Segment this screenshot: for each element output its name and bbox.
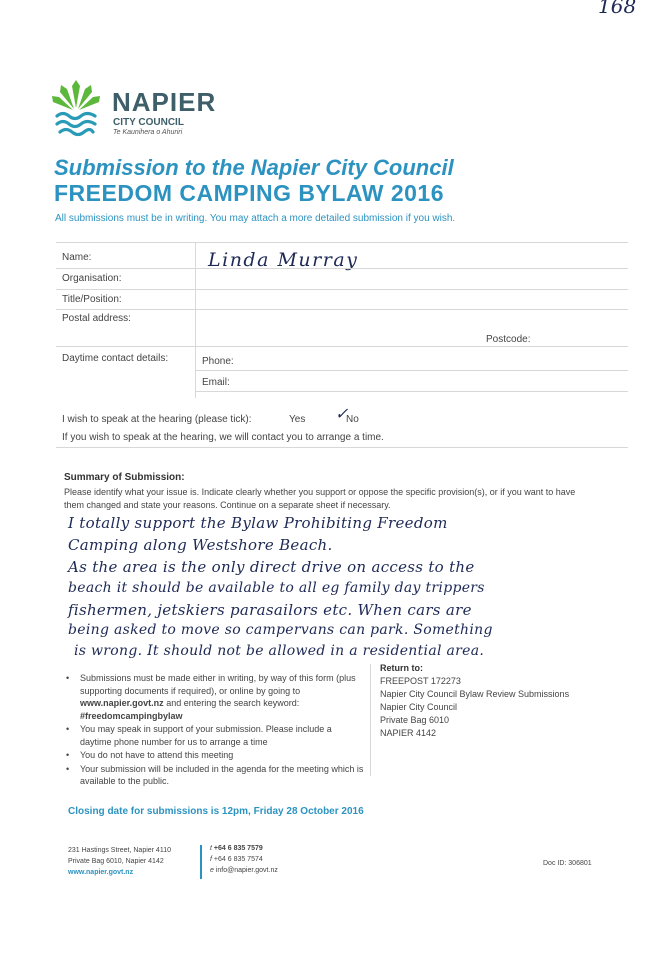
name-rule bbox=[56, 268, 628, 269]
hearing-tick-icon: ✓ bbox=[335, 404, 349, 423]
postal-address-field[interactable] bbox=[56, 346, 628, 347]
email-field[interactable] bbox=[196, 391, 628, 392]
organisation-label: Organisation: bbox=[62, 273, 122, 284]
submission-line: I totally support the Bylaw Prohibiting … bbox=[68, 514, 448, 532]
bullet-attend: You do not have to attend this meeting bbox=[64, 749, 364, 762]
submission-line: beach it should be available to all eg f… bbox=[68, 580, 485, 596]
info-bullets: Submissions must be made either in writi… bbox=[64, 672, 364, 789]
submission-line: is wrong. It should not be allowed in a … bbox=[74, 643, 485, 659]
bullet-agenda: Your submission will be included in the … bbox=[64, 763, 364, 788]
logo-name: NAPIER bbox=[112, 87, 217, 117]
summary-title: Summary of Submission: bbox=[64, 472, 185, 483]
name-label: Name: bbox=[62, 252, 92, 263]
organisation-field[interactable] bbox=[56, 289, 628, 290]
form-top-rule bbox=[56, 242, 628, 243]
form-column-rule bbox=[195, 242, 196, 398]
bullet-submissions: Submissions must be made either in writi… bbox=[64, 672, 364, 722]
return-line: Private Bag 6010 bbox=[380, 715, 450, 725]
submission-line: being asked to move so campervans can pa… bbox=[68, 622, 493, 638]
title-position-label: Title/Position: bbox=[62, 294, 122, 305]
logo-maori-name: Te Kaunihera o Ahuriri bbox=[113, 129, 183, 136]
email-label: Email: bbox=[202, 377, 230, 388]
footer-address: 231 Hastings Street, Napier 4110 Private… bbox=[68, 847, 171, 876]
footer-website-link[interactable]: www.napier.govt.nz bbox=[68, 869, 134, 876]
title-line-1: Submission to the Napier City Council bbox=[54, 155, 454, 180]
return-line: NAPIER 4142 bbox=[380, 728, 437, 738]
submission-line: fishermen, jetskiers parasailors etc. Wh… bbox=[68, 601, 472, 619]
return-line: Napier City Council Bylaw Review Submiss… bbox=[380, 689, 570, 699]
footer-divider bbox=[200, 845, 202, 879]
doc-id: Doc ID: 306801 bbox=[543, 860, 592, 867]
submission-line: As the area is the only direct drive on … bbox=[68, 558, 475, 576]
name-field[interactable]: Linda Murray bbox=[208, 249, 359, 271]
hearing-followup: If you wish to speak at the hearing, we … bbox=[62, 432, 384, 443]
summary-intro: Please identify what your issue is. Indi… bbox=[64, 487, 576, 510]
submission-line: Camping along Westshore Beach. bbox=[68, 536, 333, 554]
hearing-yes-option[interactable]: Yes bbox=[289, 414, 306, 425]
hearing-no-option[interactable]: No bbox=[346, 414, 359, 425]
napier-logo-icon bbox=[52, 80, 100, 137]
return-line: FREEPOST 172273 bbox=[380, 676, 461, 686]
postal-address-label: Postal address: bbox=[62, 313, 131, 324]
return-to-title: Return to: bbox=[380, 663, 423, 673]
page-number: 168 bbox=[598, 0, 637, 18]
footer-email-link[interactable]: info@napier.govt.nz bbox=[215, 867, 278, 874]
return-line: Napier City Council bbox=[380, 702, 458, 712]
closing-date: Closing date for submissions is 12pm, Fr… bbox=[68, 806, 364, 817]
hearing-question: I wish to speak at the hearing (please t… bbox=[62, 414, 252, 425]
return-divider bbox=[370, 664, 371, 776]
footer-contact: t +64 6 835 7579 f +64 6 835 7574 e info… bbox=[210, 845, 278, 874]
title-line-2: FREEDOM CAMPING BYLAW 2016 bbox=[54, 180, 444, 206]
phone-field[interactable] bbox=[196, 370, 628, 371]
phone-label: Phone: bbox=[202, 356, 234, 367]
submission-note: All submissions must be in writing. You … bbox=[55, 213, 456, 224]
contact-details-label: Daytime contact details: bbox=[62, 353, 169, 364]
hearing-rule bbox=[56, 447, 628, 448]
postcode-label: Postcode: bbox=[486, 334, 531, 345]
logo-council: CITY COUNCIL bbox=[113, 117, 184, 128]
bullet-speak: You may speak in support of your submiss… bbox=[64, 723, 364, 748]
return-to-block: Return to: FREEPOST 172273 Napier City C… bbox=[380, 662, 569, 740]
title-position-field[interactable] bbox=[56, 309, 628, 310]
